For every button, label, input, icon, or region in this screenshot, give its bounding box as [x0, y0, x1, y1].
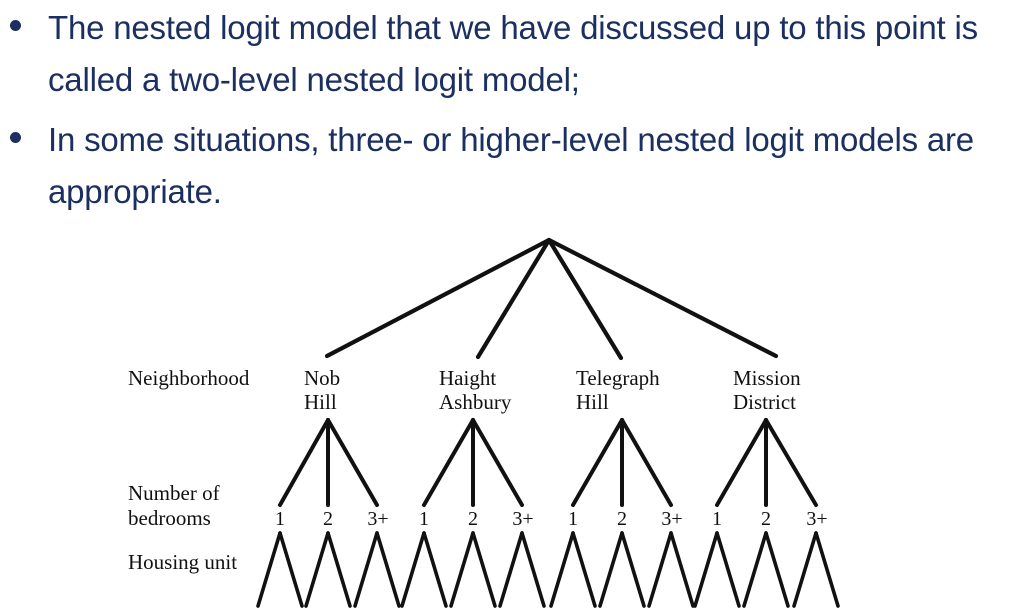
row-label-housing-unit: Housing unit	[128, 550, 238, 574]
neighborhood-node-nob-hill-line2: Hill	[304, 390, 337, 414]
bedroom-label-1-1: 1	[275, 508, 285, 530]
neighborhood-node-mission-district-line1: Mission	[733, 366, 801, 390]
bedroom-label-2-2: 2	[468, 508, 478, 530]
bedroom-label-2-1: 1	[419, 508, 429, 530]
neighborhood-node-mission-district-line2: District	[733, 390, 796, 414]
row-label-bedrooms-line2: bedrooms	[128, 506, 211, 530]
bullet-dot-icon	[10, 20, 21, 31]
row-label-bedrooms-line1: Number of	[128, 481, 220, 505]
bedroom-label-4-3: 3+	[806, 508, 828, 530]
bullet-item-1: The nested logit model that we have disc…	[0, 2, 1017, 106]
neighborhood-node-haight-ashbury-line1: Haight	[439, 366, 497, 390]
bullet-text-2: In some situations, three- or higher-lev…	[48, 121, 974, 210]
bedroom-label-3-3: 3+	[661, 508, 683, 530]
neighborhood-node-telegraph-hill-line1: Telegraph	[576, 366, 660, 390]
bullet-text-1: The nested logit model that we have disc…	[48, 9, 978, 98]
neighborhood-4-branches	[715, 418, 818, 507]
bedroom-label-4-2: 2	[761, 508, 771, 530]
root-branches	[324, 237, 779, 361]
bedroom-label-3-1: 1	[568, 508, 578, 530]
bullet-item-2: In some situations, three- or higher-lev…	[0, 114, 1017, 218]
neighborhood-node-nob-hill-line1: Nob	[304, 366, 341, 390]
neighborhood-1-branches	[278, 418, 379, 507]
bullet-dot-icon	[10, 132, 21, 143]
neighborhood-node-haight-ashbury-line2: Ashbury	[439, 390, 512, 414]
neighborhood-node-telegraph-hill-line2: Hill	[576, 390, 609, 414]
neighborhood-3-branches	[571, 418, 673, 507]
bedroom-label-4-1: 1	[712, 508, 722, 530]
bedroom-label-2-3: 3+	[512, 508, 534, 530]
bedroom-label-1-3: 3+	[367, 508, 389, 530]
neighborhood-2-branches	[422, 418, 524, 507]
bedroom-label-1-2: 2	[323, 508, 333, 530]
row-label-neighborhood: Neighborhood	[128, 366, 250, 390]
bedroom-label-3-2: 2	[617, 508, 627, 530]
housing-unit-fans	[256, 531, 840, 608]
